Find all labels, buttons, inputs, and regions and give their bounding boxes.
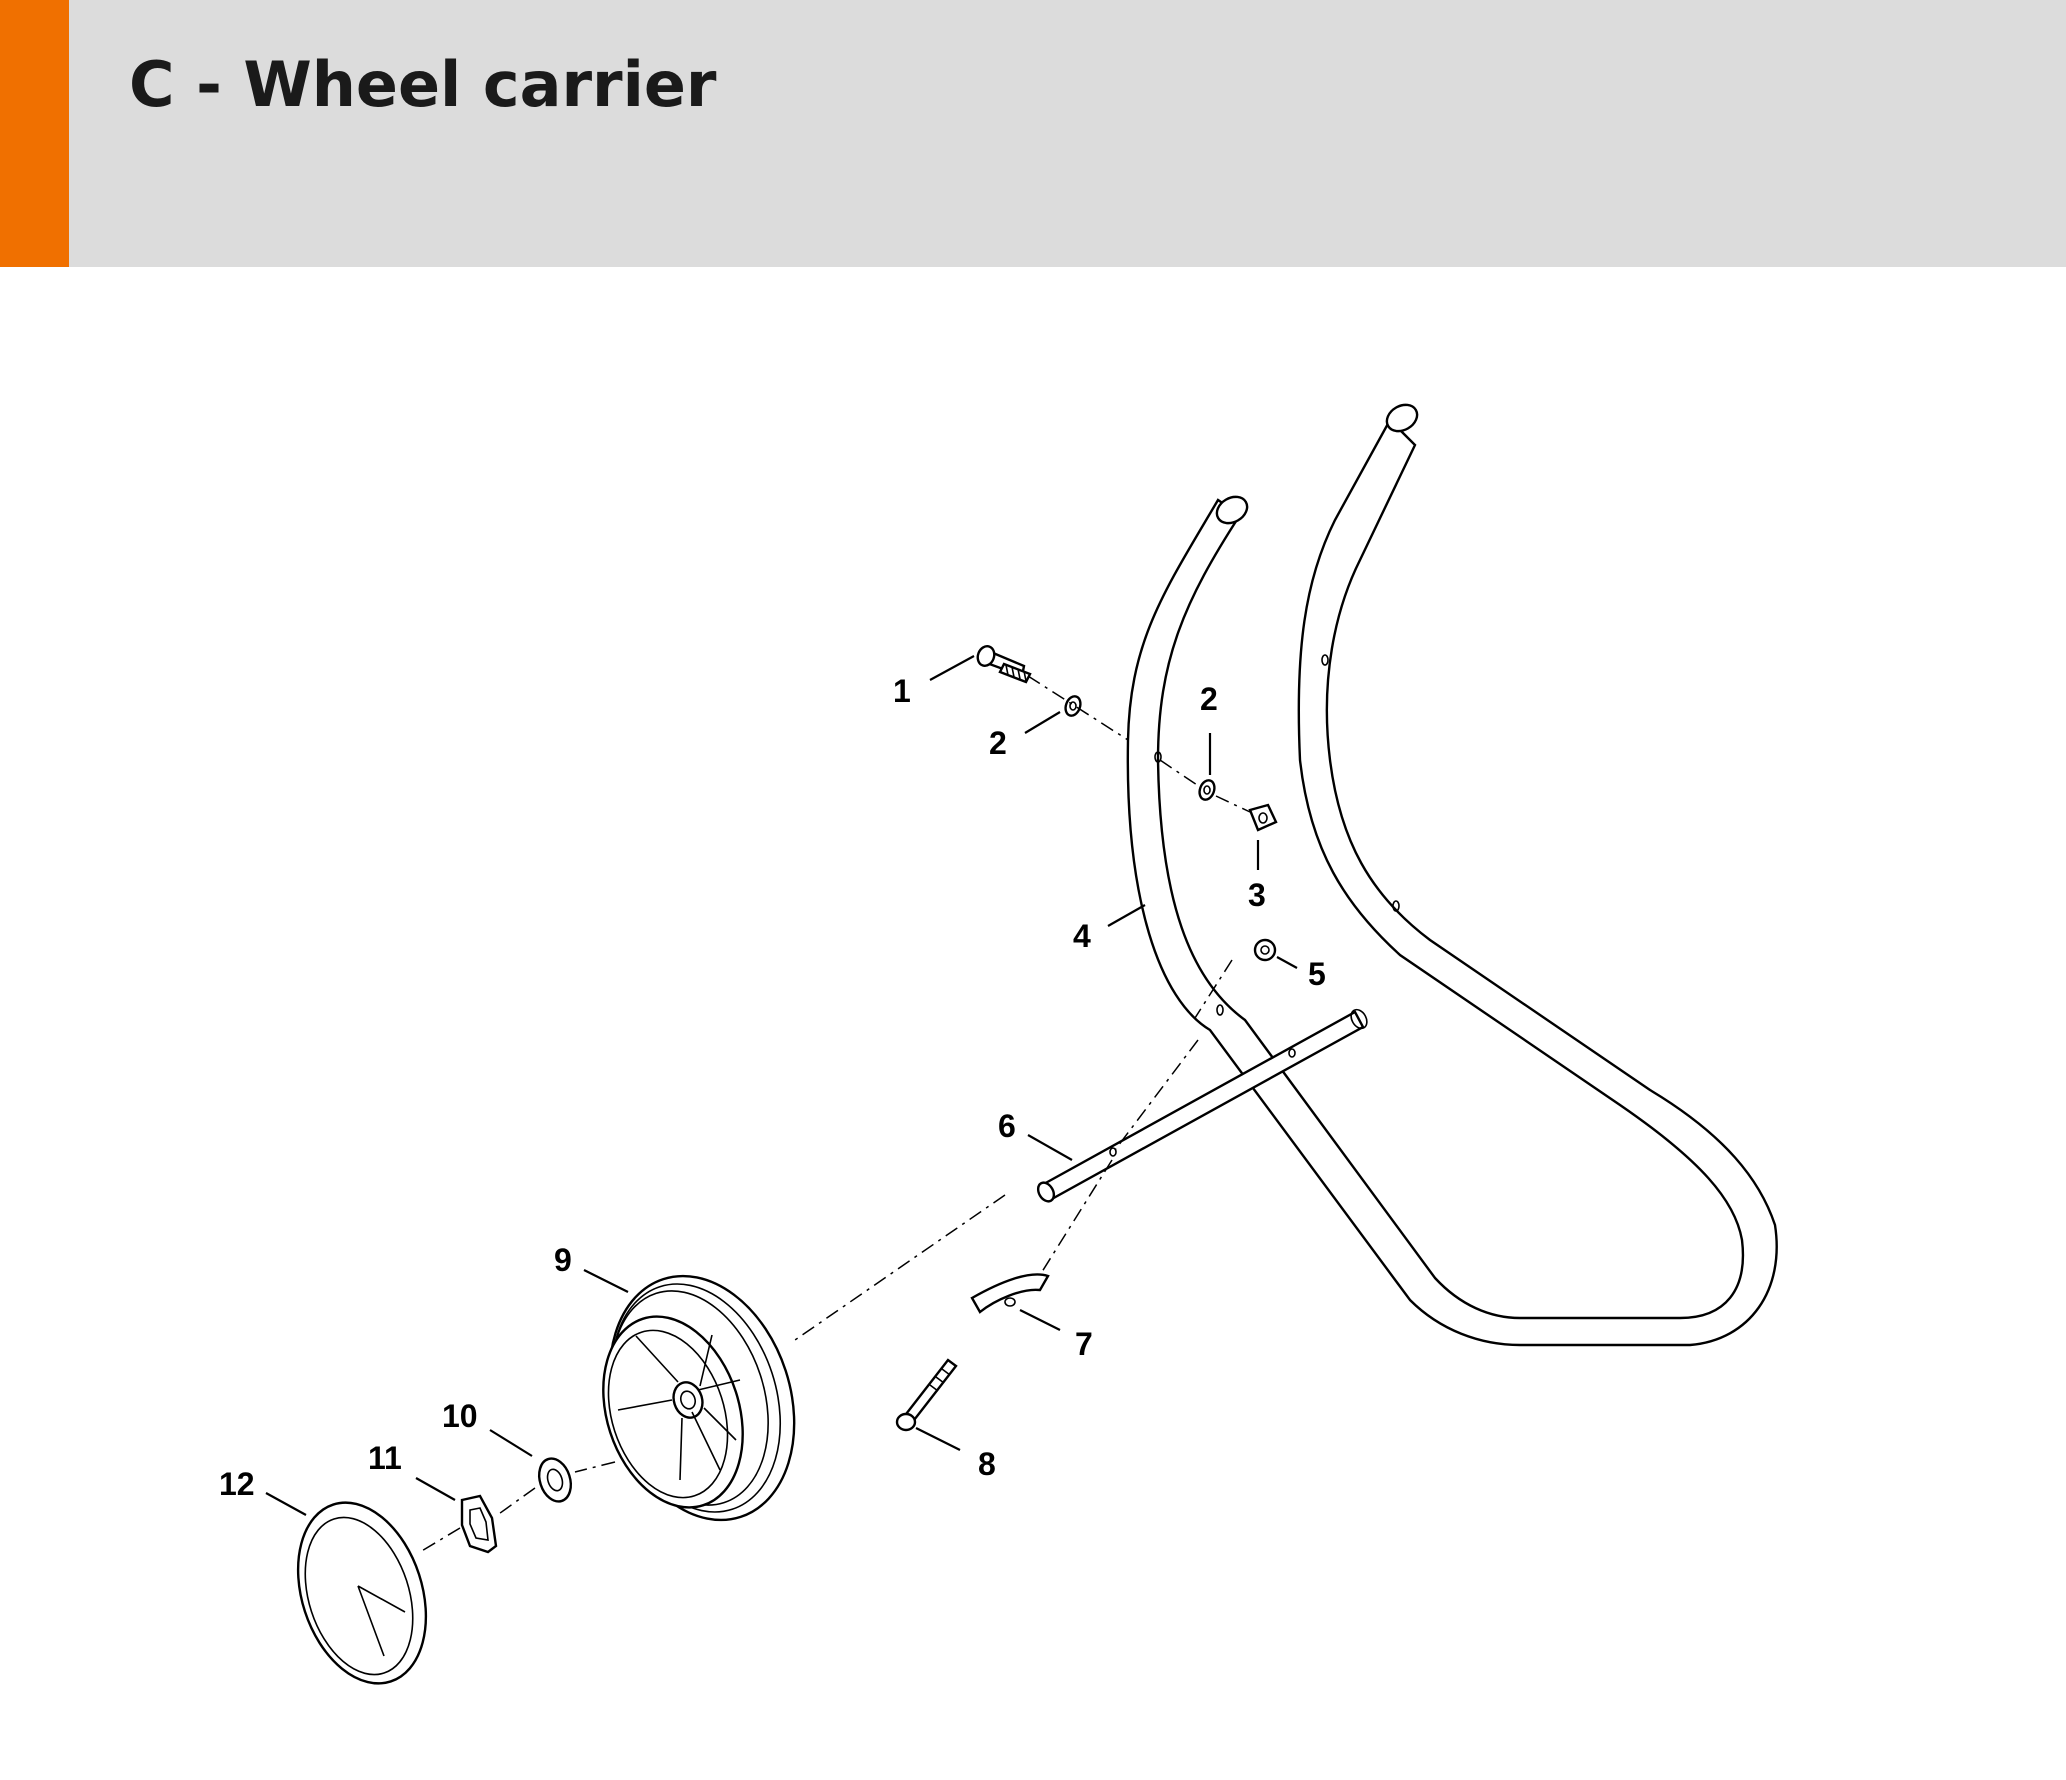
callout-9: 9 [554,1242,572,1278]
assembly-lines [419,675,1251,1553]
callout-4: 4 [1073,918,1091,954]
washer-2-front [1064,695,1082,717]
callout-7: 7 [1075,1326,1093,1362]
hub-cap [296,1501,428,1685]
retainer-clip [460,1494,498,1554]
callout-6: 6 [998,1108,1016,1144]
wheel [602,1274,796,1522]
callout-1: 1 [893,673,911,709]
washer-10 [537,1457,573,1503]
callout-10: 10 [442,1398,478,1434]
accent-bar [0,0,69,267]
axle [1036,1008,1368,1203]
page-header [0,0,2066,267]
washer-2-back [1198,779,1216,801]
bolt-8 [895,1358,958,1432]
callouts: 1 2 2 3 4 5 6 7 8 9 10 11 12 [219,673,1326,1502]
page-title: C - Wheel carrier [129,48,717,121]
square-nut [1248,803,1278,832]
callout-2-front: 2 [989,725,1007,761]
callout-3: 3 [1248,877,1266,913]
callout-11: 11 [368,1440,402,1476]
bolt-1 [976,645,1032,684]
leader-lines [265,655,1298,1516]
clamp [970,1273,1050,1314]
callout-12: 12 [219,1466,255,1502]
callout-8: 8 [978,1446,996,1482]
callout-2-back: 2 [1200,681,1218,717]
lock-nut [1253,938,1277,962]
wheel-carrier-frame [1126,403,1778,1347]
callout-5: 5 [1308,956,1326,992]
